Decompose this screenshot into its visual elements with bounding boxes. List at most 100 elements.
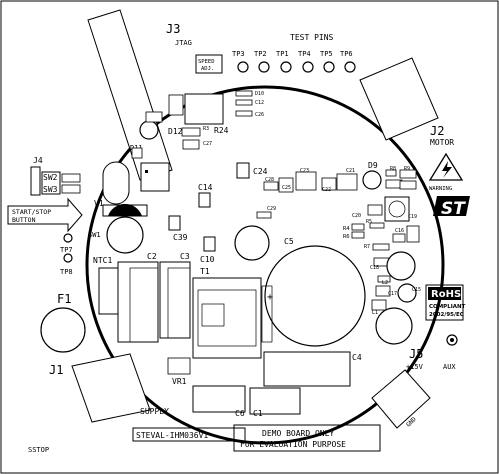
supply-label: SUPPLY bbox=[140, 407, 169, 416]
c28-label: C28 bbox=[265, 177, 274, 183]
r4-label: R4 bbox=[343, 226, 350, 232]
speed-adj-box: SPEED ADJ. bbox=[195, 54, 223, 74]
warning-sign: WARNING bbox=[428, 152, 464, 192]
c12-label: C12 bbox=[255, 100, 264, 106]
plus15v-label: +15V bbox=[406, 363, 424, 371]
v1-varistor: V1 bbox=[94, 161, 130, 208]
tp5-label: TP5 bbox=[320, 50, 333, 58]
c23-label: C23 bbox=[300, 168, 309, 174]
l1-label: L1 bbox=[372, 310, 378, 316]
c5-capacitor: C5 + bbox=[234, 225, 366, 347]
r3-label: R3 bbox=[203, 126, 209, 132]
c27-label: C27 bbox=[203, 141, 212, 147]
st-logo-text: ST bbox=[441, 199, 466, 219]
demo-board-label: DEMO BOARD ONLY bbox=[262, 429, 334, 438]
c15-label: C15 bbox=[412, 287, 421, 293]
j1-label: J1 bbox=[49, 363, 63, 377]
j5-label: J5 bbox=[409, 347, 423, 361]
steval-label-box: STEVAL-IHM036V1 bbox=[132, 427, 246, 442]
j4-label: J4 bbox=[33, 156, 43, 165]
sw1-button: SW1 bbox=[88, 203, 148, 254]
c19-label: C19 bbox=[408, 214, 417, 220]
aux-label: AUX bbox=[443, 363, 456, 371]
rohs-label: RoHS bbox=[431, 289, 461, 300]
c26-label: C26 bbox=[255, 112, 264, 118]
test-pins: TEST PINS TP3 TP2 TP1 TP4 TP5 TP6 bbox=[232, 33, 356, 73]
j5-aux-connector: J5 +15V AUX GND bbox=[371, 334, 458, 429]
warning-label: WARNING bbox=[429, 186, 452, 192]
r5-label: R5 bbox=[366, 219, 372, 225]
ntc1-label: NTC1 bbox=[93, 256, 112, 265]
f1-fuse: F1 bbox=[40, 292, 86, 353]
c14-label: C14 bbox=[198, 183, 213, 192]
d12-label: D12 bbox=[168, 127, 183, 136]
c2-label: C2 bbox=[147, 252, 157, 261]
tp7-tp8: TP7 TP8 bbox=[60, 233, 73, 276]
j1-supply-connector: J1 SUPPLY bbox=[49, 353, 169, 423]
c6-label: C6 bbox=[235, 409, 245, 418]
d9-label: D9 bbox=[368, 161, 378, 170]
tp6-pad bbox=[344, 61, 356, 73]
steval-label: STEVAL-IHM036V1 bbox=[136, 431, 208, 440]
tp1-pad bbox=[280, 61, 292, 73]
start-stop-arrow: START/STOP BUTTON bbox=[7, 197, 83, 233]
tp2-pad bbox=[258, 61, 270, 73]
j2-label: J2 bbox=[430, 124, 444, 138]
motor-label: MOTOR bbox=[430, 138, 454, 147]
sw3-label: SW3 bbox=[43, 185, 58, 194]
tp4-label: TP4 bbox=[298, 50, 311, 58]
test-pins-label: TEST PINS bbox=[290, 33, 334, 42]
r7-label: R7 bbox=[364, 244, 370, 250]
adj-label: ADJ. bbox=[201, 66, 214, 72]
t1-transformer: T1 bbox=[192, 267, 273, 359]
tp3-label: TP3 bbox=[232, 50, 245, 58]
tp8-label: TP8 bbox=[60, 268, 73, 276]
sstop-label: SSTOP bbox=[28, 446, 49, 454]
tp4-pad bbox=[302, 61, 314, 73]
sw1-label: SW1 bbox=[88, 231, 101, 239]
small-caps: C24 C14 C39 C10 C28 C25 C23 C22 C21 C29 bbox=[168, 162, 358, 264]
r9-label: R9 bbox=[404, 166, 410, 172]
compliant-label: COMPLIANT bbox=[429, 304, 466, 310]
start-stop-label: START/STOP bbox=[12, 208, 51, 216]
evaluation-purpose-label: FOR EVALUATION PURPOSE bbox=[240, 440, 346, 449]
d10-label: D10 bbox=[255, 91, 264, 97]
c4-label: C4 bbox=[352, 353, 362, 362]
j2-motor-connector: J2 MOTOR bbox=[359, 57, 454, 147]
c24-label: C24 bbox=[253, 167, 268, 176]
speed-label: SPEED bbox=[198, 59, 215, 65]
j4-sw-block: J4 SW2 SW3 bbox=[30, 156, 81, 196]
tp1-label: TP1 bbox=[276, 50, 289, 58]
tp7-label: TP7 bbox=[60, 246, 73, 254]
j3-label: J3 bbox=[166, 22, 180, 36]
tp2-label: TP2 bbox=[254, 50, 267, 58]
r8-label: R8 bbox=[390, 166, 396, 172]
c3-label: C3 bbox=[180, 252, 190, 261]
c5-label: C5 bbox=[284, 237, 294, 246]
demo-board-box: DEMO BOARD ONLY FOR EVALUATION PURPOSE bbox=[233, 424, 381, 452]
r6-label: R6 bbox=[343, 234, 350, 240]
t1-label: T1 bbox=[200, 267, 210, 276]
c20-label: C20 bbox=[352, 213, 361, 219]
c29-label: C29 bbox=[267, 206, 276, 212]
c16-label: C16 bbox=[395, 228, 404, 234]
sw2-label: SW2 bbox=[43, 173, 58, 182]
c17-label: C17 bbox=[388, 291, 397, 297]
c10-label: C10 bbox=[200, 255, 215, 264]
c25-label: C25 bbox=[282, 185, 291, 191]
round-board-outline bbox=[85, 85, 445, 445]
jtag-label: JTAG bbox=[175, 39, 192, 47]
tp6-label: TP6 bbox=[340, 50, 353, 58]
l2-label: L2 bbox=[382, 280, 388, 286]
vr1-label: VR1 bbox=[172, 377, 187, 386]
c22-label: C22 bbox=[322, 187, 331, 193]
tp3-pad bbox=[237, 61, 249, 73]
rohs-directive-label: 2002/95/EC bbox=[429, 312, 464, 318]
input-caps-block: NTC1 C2 C3 bbox=[93, 252, 191, 343]
v1-label: V1 bbox=[94, 199, 104, 208]
tp5-pad bbox=[323, 61, 335, 73]
r24-label: R24 bbox=[214, 126, 229, 135]
c5-plus-label: + bbox=[267, 292, 273, 303]
